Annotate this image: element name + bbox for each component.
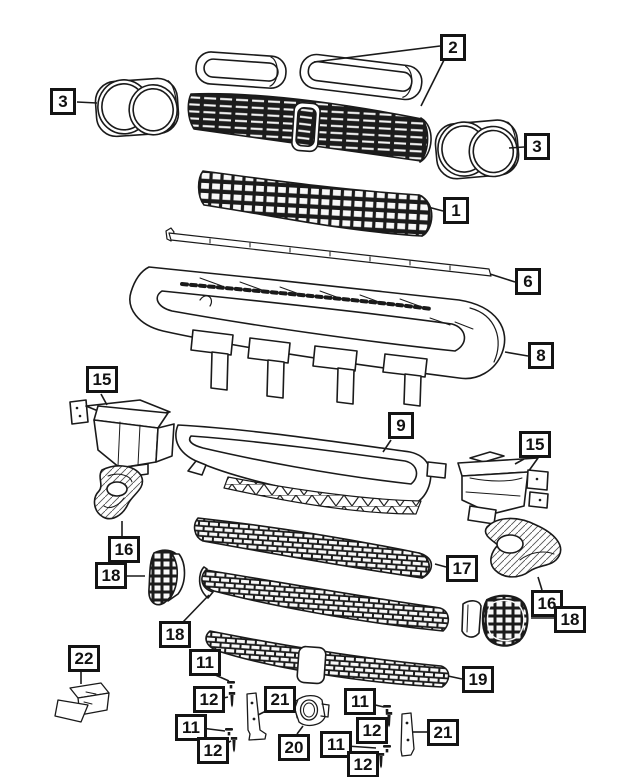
callout-1-3[interactable]: 1 xyxy=(443,197,469,224)
support-strap-left xyxy=(246,692,267,741)
upper-trim-bezel-left xyxy=(195,51,287,89)
callout-15-8[interactable]: 15 xyxy=(519,431,551,458)
callout-17-11[interactable]: 17 xyxy=(446,555,478,582)
grille-insert-upper xyxy=(197,170,433,237)
molding-strip xyxy=(165,227,492,277)
air-duct-left xyxy=(93,465,144,520)
callout-18-13[interactable]: 18 xyxy=(554,606,586,633)
callout-12-24[interactable]: 12 xyxy=(356,717,388,744)
callout-18-10[interactable]: 18 xyxy=(95,562,127,589)
callout-11-25[interactable]: 11 xyxy=(320,731,352,758)
grille-bottom xyxy=(205,630,450,688)
callout-3-2[interactable]: 3 xyxy=(524,133,550,160)
fog-lamp-bracket xyxy=(294,694,330,727)
fog-bezel-left xyxy=(148,549,186,606)
callout-18-14[interactable]: 18 xyxy=(159,621,191,648)
screw xyxy=(228,692,393,769)
callout-9-7[interactable]: 9 xyxy=(388,412,414,439)
callout-11-23[interactable]: 11 xyxy=(344,688,376,715)
upper-grille xyxy=(187,92,432,163)
push-pin xyxy=(225,681,391,753)
bracket-right xyxy=(457,451,549,525)
callout-20-22[interactable]: 20 xyxy=(278,734,310,761)
lower-grille-surround xyxy=(175,424,447,515)
grille-opening-panel xyxy=(129,266,506,407)
callout-12-18[interactable]: 12 xyxy=(193,686,225,713)
retainer-clip xyxy=(54,682,110,723)
callout-12-26[interactable]: 12 xyxy=(347,751,379,777)
callout-16-9[interactable]: 16 xyxy=(108,536,140,563)
lower-grille xyxy=(198,566,450,632)
headlamp-bezel-left xyxy=(94,77,180,138)
upper-trim-bezel-right xyxy=(299,53,423,101)
callout-12-21[interactable]: 12 xyxy=(197,737,229,764)
callout-8-5[interactable]: 8 xyxy=(528,342,554,369)
callout-22-16[interactable]: 22 xyxy=(68,645,100,672)
fog-grille-right xyxy=(461,594,529,647)
air-duct-right xyxy=(484,517,562,578)
support-strap-right xyxy=(400,712,415,757)
callout-3-1[interactable]: 3 xyxy=(50,88,76,115)
callout-21-19[interactable]: 21 xyxy=(264,686,296,713)
callout-21-27[interactable]: 21 xyxy=(427,719,459,746)
callout-19-15[interactable]: 19 xyxy=(462,666,494,693)
callout-15-6[interactable]: 15 xyxy=(86,366,118,393)
callout-16-12[interactable]: 16 xyxy=(531,590,563,617)
callout-2-0[interactable]: 2 xyxy=(440,34,466,61)
headlamp-bezel-right xyxy=(434,119,520,180)
grille-insert-middle xyxy=(193,517,433,579)
callout-11-17[interactable]: 11 xyxy=(189,649,221,676)
callout-6-4[interactable]: 6 xyxy=(515,268,541,295)
